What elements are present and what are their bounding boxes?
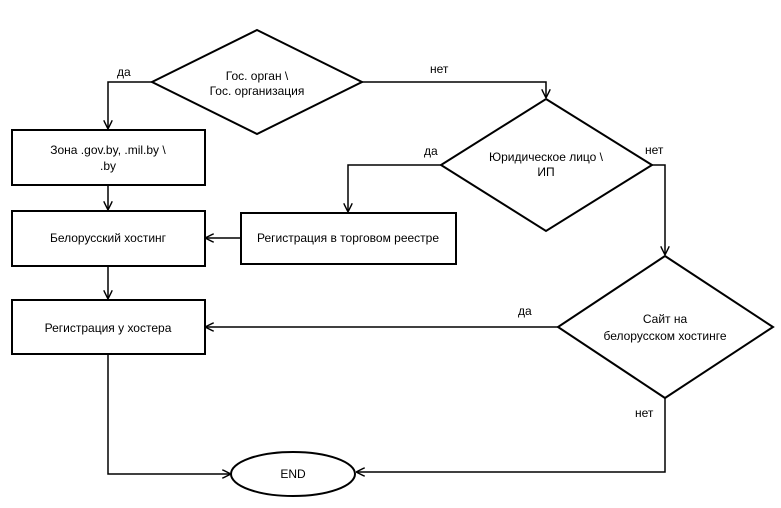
gov-decision: Гос. орган \ Гос. организация bbox=[149, 28, 365, 136]
edge-legal-no bbox=[652, 164, 665, 254]
edge-legal-yes bbox=[348, 164, 441, 211]
gov-decision-line2: Гос. организация bbox=[210, 84, 305, 98]
site-no-label: нет bbox=[635, 406, 654, 420]
zone-box-line1: Зона .gov.by, .mil.by \ bbox=[50, 143, 166, 157]
site-hosting-line1: Сайт на bbox=[643, 312, 688, 326]
site-hosting-line2: белорусском хостинге bbox=[603, 329, 726, 343]
edges bbox=[107, 81, 666, 474]
legal-entity-decision: Юридическое лицо \ ИП bbox=[439, 97, 654, 233]
edge-hoster-to-end bbox=[107, 354, 230, 474]
end-node: END bbox=[230, 451, 356, 497]
trade-registry-box: Регистрация в торговом реестре bbox=[240, 212, 457, 265]
end-label: END bbox=[280, 467, 306, 481]
legal-entity-line2: ИП bbox=[537, 165, 554, 179]
gov-yes-label: да bbox=[117, 65, 131, 79]
edge-gov-no bbox=[362, 81, 546, 97]
belarus-hosting-label: Белорусский хостинг bbox=[50, 231, 167, 245]
edge-labels: да нет да нет да нет bbox=[117, 62, 664, 420]
gov-no-label: нет bbox=[430, 62, 449, 76]
hoster-registration-label: Регистрация у хостера bbox=[45, 321, 172, 335]
hoster-registration-box: Регистрация у хостера bbox=[11, 299, 206, 355]
legal-no-label: нет bbox=[645, 143, 664, 157]
legal-entity-line1: Юридическое лицо \ bbox=[489, 150, 604, 164]
site-yes-label: да bbox=[518, 304, 532, 318]
belarus-hosting-box: Белорусский хостинг bbox=[11, 210, 206, 267]
site-hosting-decision: Сайт на белорусском хостинге bbox=[556, 254, 775, 400]
edge-gov-yes bbox=[108, 81, 152, 128]
legal-yes-label: да bbox=[424, 144, 438, 158]
trade-registry-label: Регистрация в торговом реестре bbox=[257, 231, 439, 245]
zone-box: Зона .gov.by, .mil.by \ .by bbox=[11, 129, 206, 186]
edge-site-no bbox=[357, 398, 666, 472]
gov-decision-line1: Гос. орган \ bbox=[226, 69, 289, 83]
zone-box-line2: .by bbox=[100, 159, 116, 173]
